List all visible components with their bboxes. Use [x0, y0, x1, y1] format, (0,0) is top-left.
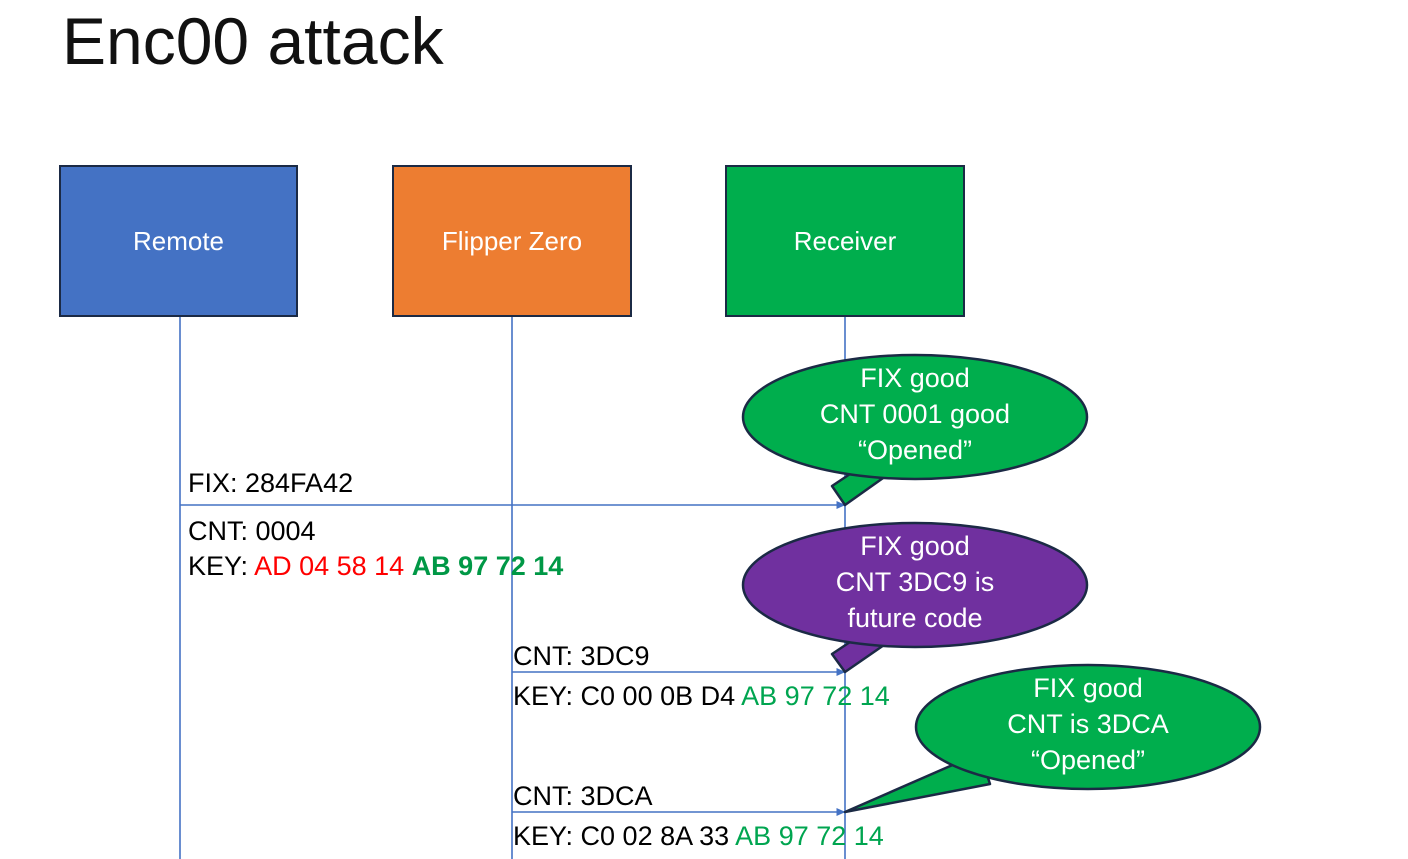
message-segment: AB 97 72 14 — [411, 551, 564, 581]
message-line: CNT: 0004 — [188, 514, 316, 549]
message-line: KEY: C0 02 8A 33 AB 97 72 14 — [513, 819, 884, 854]
message-segment: CNT: 3DCA — [513, 781, 653, 811]
callout-bubble-callout1 — [741, 353, 1089, 481]
callout-bubble-callout3 — [914, 663, 1262, 791]
actor-label-receiver: Receiver — [793, 226, 897, 256]
message-segment: KEY: C0 02 8A 33 — [513, 821, 736, 851]
message-line: FIX: 284FA42 — [188, 466, 353, 501]
actor-box-flipper[interactable]: Flipper Zero — [392, 165, 632, 317]
actor-box-receiver[interactable]: Receiver — [725, 165, 965, 317]
page-title: Enc00 attack — [62, 4, 444, 78]
message-segment: AB 97 72 14 — [741, 681, 890, 711]
callout-bubbles-group — [741, 353, 1262, 814]
callout-bubble-callout2 — [741, 521, 1089, 649]
message-segment: KEY: — [188, 551, 255, 581]
message-segment: AB 97 72 14 — [735, 821, 884, 851]
message-segment: FIX: 284FA42 — [188, 468, 354, 498]
message-line: CNT: 3DCA — [513, 779, 653, 814]
message-line: CNT: 3DC9 — [513, 639, 650, 674]
actor-box-remote[interactable]: Remote — [59, 165, 298, 317]
actor-label-flipper: Flipper Zero — [441, 226, 583, 256]
actor-label-remote: Remote — [132, 226, 225, 256]
message-segment: AD 04 58 14 — [254, 551, 412, 581]
message-segment: CNT: 3DC9 — [513, 641, 650, 671]
message-arrows-group — [180, 501, 846, 816]
message-line: KEY: AD 04 58 14 AB 97 72 14 — [188, 549, 563, 584]
message-segment: CNT: 0004 — [188, 516, 316, 546]
message-segment: KEY: C0 00 0B D4 — [513, 681, 742, 711]
message-line: KEY: C0 00 0B D4 AB 97 72 14 — [513, 679, 890, 714]
